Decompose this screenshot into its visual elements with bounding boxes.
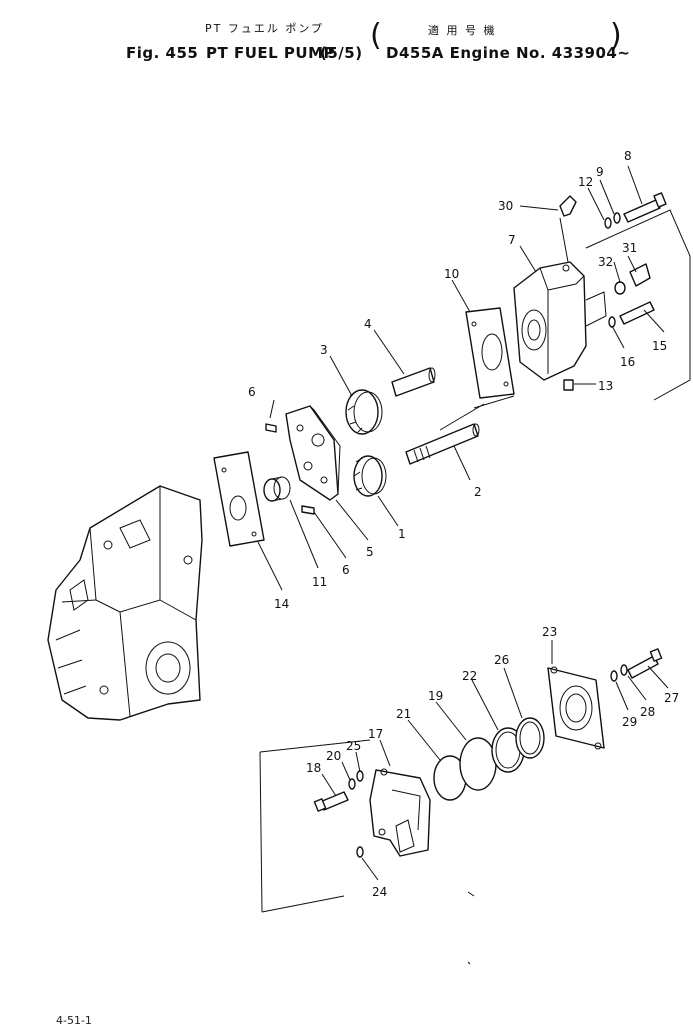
part-10-gasket	[465, 307, 515, 399]
callout-30: 30	[498, 199, 513, 213]
corner-mark	[467, 961, 471, 965]
part-15-bolt	[619, 301, 655, 325]
part-2-shaft	[405, 423, 480, 465]
callout-labels: 1 2 3 4 5 6 6 7 8 9 10 11 12 13 14 15 16…	[248, 149, 679, 899]
callout-16: 16	[620, 355, 635, 369]
callout-10: 10	[444, 267, 459, 281]
part-27-bolt-head	[649, 648, 663, 662]
callout-13: 13	[598, 379, 613, 393]
callout-4: 4	[364, 317, 372, 331]
callout-7: 7	[508, 233, 516, 247]
part-28-washer	[620, 664, 628, 676]
callout-21: 21	[396, 707, 411, 721]
callout-5: 5	[366, 545, 374, 559]
callout-11: 11	[312, 575, 327, 589]
header-jp-right: 適 用 号 機	[428, 24, 497, 37]
part-11-bushing	[263, 476, 291, 502]
callout-29: 29	[622, 715, 637, 729]
part-7-cover	[513, 261, 607, 381]
callout-22: 22	[462, 669, 477, 683]
part-18-bolt-head	[313, 798, 327, 812]
header-jp-left: PT フュエル ポンプ	[205, 22, 325, 35]
callout-20: 20	[326, 749, 341, 763]
part-26-o-ring	[515, 717, 545, 759]
callout-15: 15	[652, 339, 667, 353]
callout-19: 19	[428, 689, 443, 703]
applicability: D455A Engine No. 433904~	[386, 44, 631, 62]
callout-6-upper: 6	[248, 385, 256, 399]
callout-28: 28	[640, 705, 655, 719]
callout-25: 25	[346, 739, 361, 753]
part-8-bolt-head	[653, 192, 667, 208]
figure-title: PT FUEL PUMP	[206, 44, 335, 62]
part-19-o-ring	[459, 737, 497, 791]
part-31-connector	[629, 263, 651, 287]
part-16-washer	[608, 316, 616, 328]
callout-8: 8	[624, 149, 632, 163]
part-12-seal	[604, 217, 612, 229]
figure-sheet: (5/5)	[320, 44, 363, 62]
part-29-washer	[610, 670, 618, 682]
part-4-shaft	[391, 367, 436, 397]
part-24-washer	[356, 846, 364, 858]
callout-14: 14	[274, 597, 289, 611]
part-27-bolt	[627, 655, 659, 679]
callout-32: 32	[598, 255, 613, 269]
lower-assembly	[259, 640, 669, 913]
part-30-elbow	[559, 195, 577, 217]
part-13-plug	[563, 379, 574, 391]
callout-1: 1	[398, 527, 406, 541]
callout-24: 24	[372, 885, 387, 899]
callout-26: 26	[494, 653, 509, 667]
callout-18: 18	[306, 761, 321, 775]
part-20-washer	[348, 778, 356, 790]
part-5-plate	[285, 405, 341, 501]
part-17-cover	[369, 769, 431, 857]
part-32-o-ring	[614, 281, 626, 295]
part-6-pin-upper	[265, 423, 277, 433]
callout-23: 23	[542, 625, 557, 639]
callout-12: 12	[578, 175, 593, 189]
callout-2: 2	[474, 485, 482, 499]
callout-17: 17	[368, 727, 383, 741]
paren-left: (	[370, 18, 382, 53]
part-6-pin-lower	[301, 505, 315, 515]
part-8-bolt	[623, 199, 661, 223]
part-9-washer	[613, 212, 621, 224]
part-25-washer	[356, 770, 364, 782]
page-number: 4-51-1	[56, 1014, 92, 1027]
paren-right: )	[610, 18, 622, 53]
callout-3: 3	[320, 343, 328, 357]
leader-lines	[257, 165, 691, 591]
part-23-cover	[547, 667, 605, 749]
callout-31: 31	[622, 241, 637, 255]
callout-9: 9	[596, 165, 604, 179]
callout-27: 27	[664, 691, 679, 705]
pump-housing	[47, 485, 203, 721]
callout-6-lower: 6	[342, 563, 350, 577]
figure-number: Fig. 455	[126, 44, 199, 62]
part-3-gear	[345, 389, 383, 435]
part-14-gasket	[213, 451, 265, 547]
part-1-gear	[353, 455, 387, 497]
